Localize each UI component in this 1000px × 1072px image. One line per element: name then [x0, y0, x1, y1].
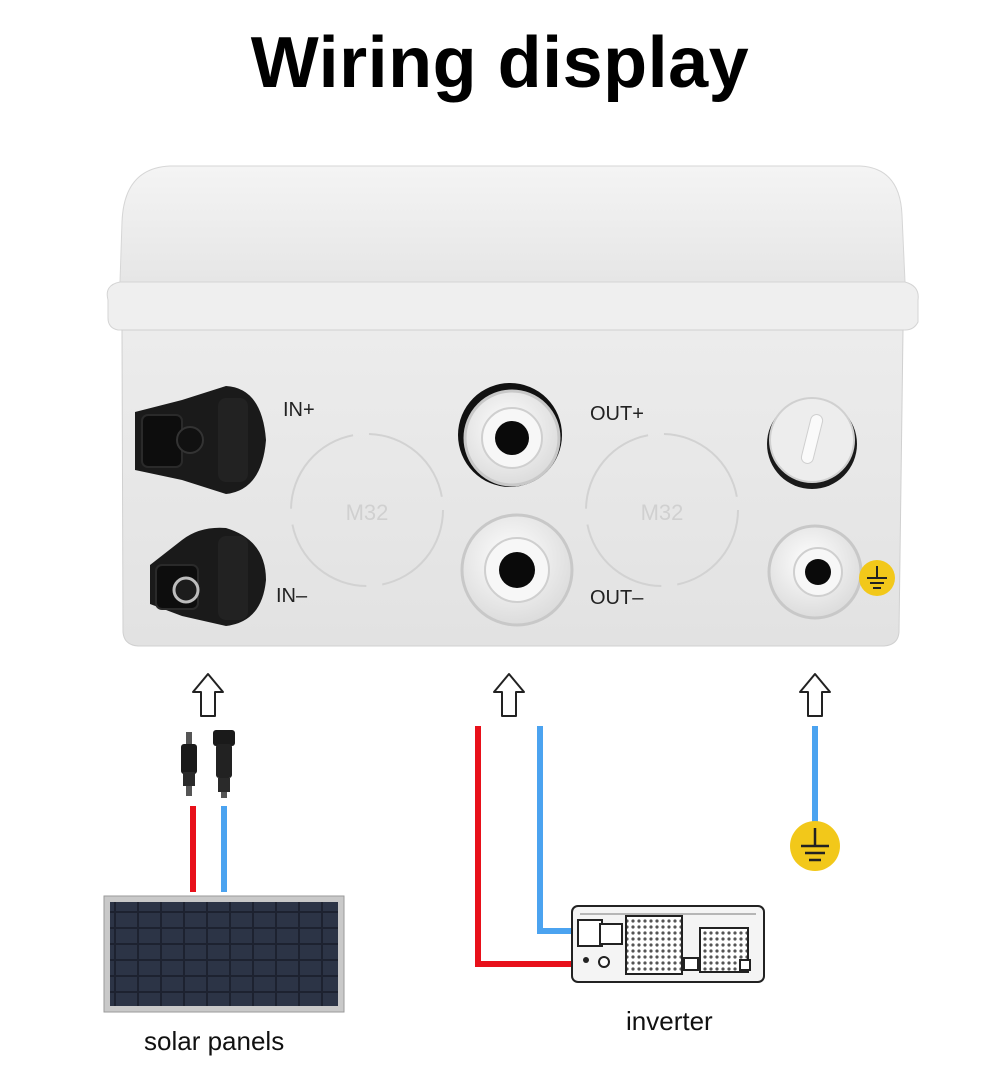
vent-plug [767, 397, 857, 489]
knockout-label: M32 [641, 500, 684, 525]
inverter-negative-wire [537, 726, 573, 934]
ground-symbol-icon [859, 560, 895, 596]
up-arrow-icon [192, 673, 224, 717]
inverter-caption: inverter [626, 1006, 713, 1036]
out-plus-cable-gland [458, 383, 562, 487]
knockout-left: M32 [290, 433, 444, 587]
in-plus-label: IN+ [283, 399, 315, 421]
page-title: Wiring display [250, 23, 750, 103]
out-minus-cable-gland [460, 513, 574, 627]
ground-symbol-icon [790, 821, 840, 871]
out-plus-label: OUT+ [590, 403, 644, 425]
inverter-positive-wire [475, 726, 573, 967]
inverter-icon [571, 905, 765, 983]
ground-cable-gland [767, 524, 863, 620]
up-arrow-icon [493, 673, 525, 717]
in-plus-connector [135, 386, 266, 494]
solar-panel-icon [103, 895, 345, 1013]
out-minus-label: OUT– [590, 587, 644, 609]
up-arrow-icon [799, 673, 831, 717]
in-minus-label: IN– [276, 585, 308, 607]
solar-panels-caption: solar panels [144, 1026, 285, 1056]
mc4-connector-icon [181, 732, 197, 796]
in-minus-connector [150, 527, 266, 626]
knockout-label: M32 [346, 500, 389, 525]
mc4-connector-icon [213, 730, 235, 798]
knockout-right: M32 [585, 433, 739, 587]
